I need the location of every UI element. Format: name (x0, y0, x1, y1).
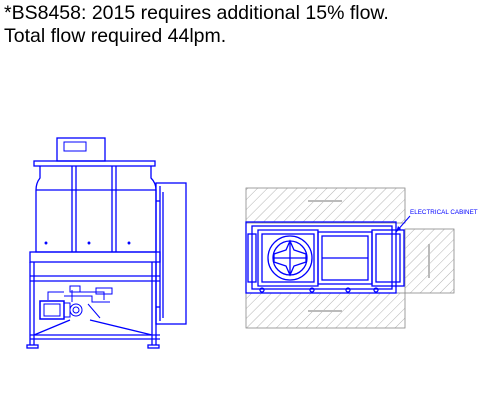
flow-note: *BS8458: 2015 requires additional 15% fl… (4, 2, 389, 48)
flow-note-line-2: Total flow required 44lpm. (4, 25, 227, 47)
electrical-cabinet-label: ELECTRICAL CABINET (410, 209, 478, 216)
electrical-cabinet-callout: ELECTRICAL CABINET (395, 209, 478, 233)
tank-lid (33, 160, 156, 167)
machine-elevation (26, 137, 187, 349)
base-frame (26, 251, 161, 349)
machine-plan-view: ELECTRICAL CABINET (245, 187, 478, 329)
pump-assembly (39, 285, 113, 320)
flow-note-line-1: *BS8458: 2015 requires additional 15% fl… (4, 2, 389, 24)
hatched-walls (245, 187, 455, 329)
top-control-box (56, 137, 106, 162)
plan-machine-outline (245, 221, 405, 294)
wall-label-marks (308, 200, 430, 312)
tank-body (35, 166, 157, 253)
